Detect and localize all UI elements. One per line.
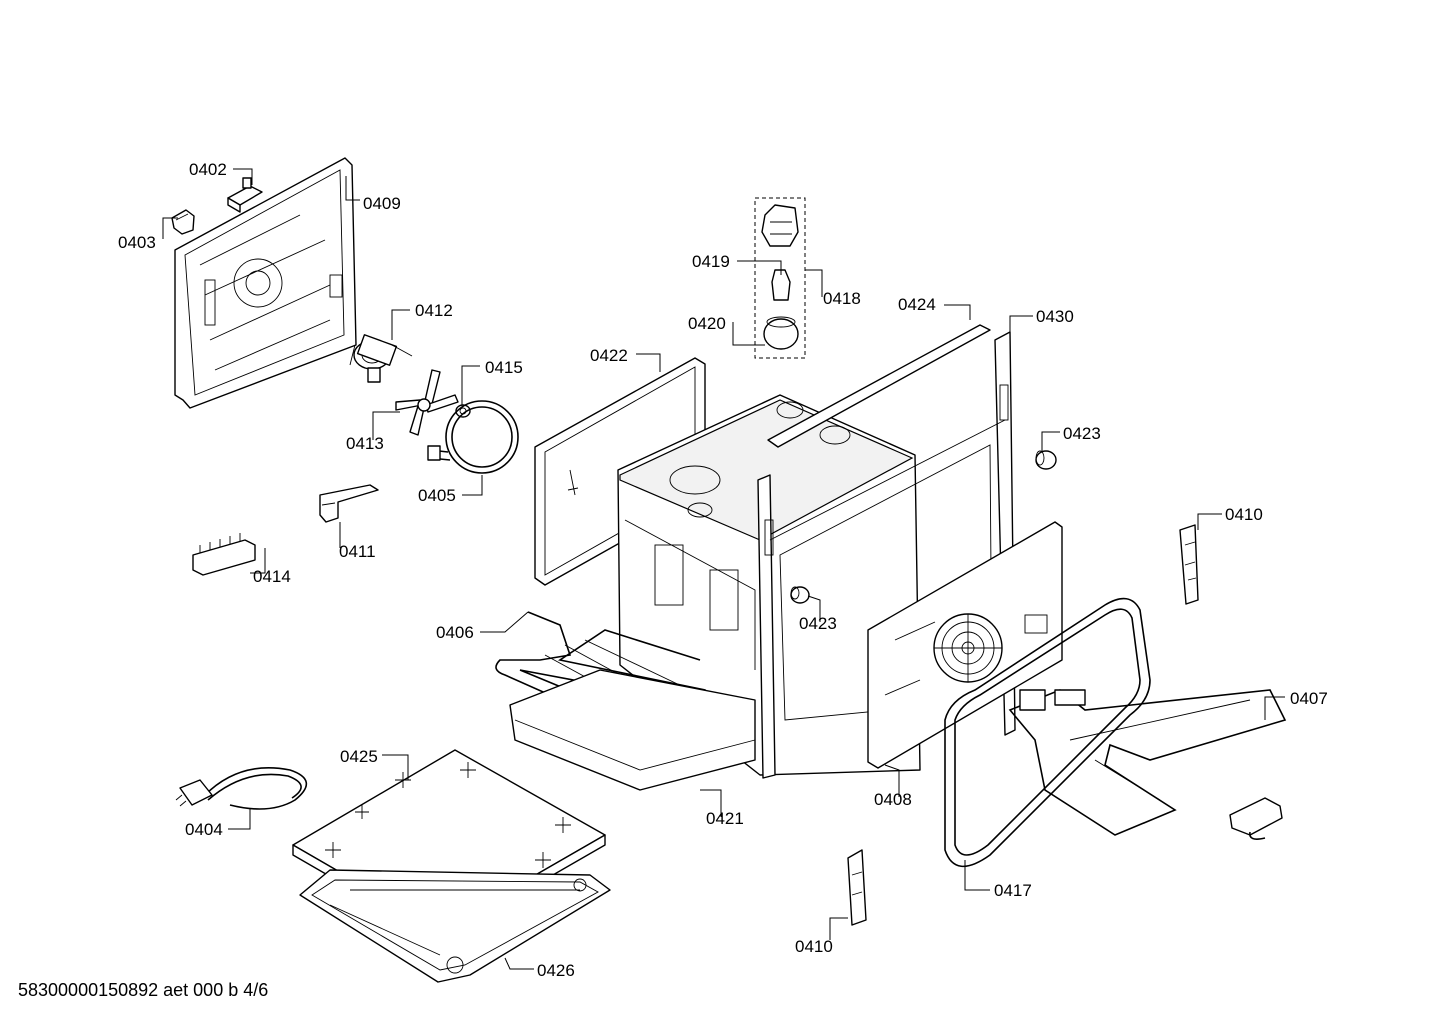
- part-0417-door-seal: [944, 597, 1151, 868]
- part-0410-hinge-right: [1179, 524, 1199, 605]
- part-0421-bottom-tray: [509, 669, 756, 791]
- label-0430: 0430: [1036, 307, 1074, 326]
- label-0426: 0426: [537, 961, 575, 980]
- part-0404-power-cord: [175, 767, 308, 810]
- label-0420: 0420: [688, 314, 726, 333]
- part-0405-ring-heater: [427, 400, 519, 474]
- document-footer-id: 58300000150892 aet 000 b 4/6: [18, 980, 269, 1000]
- label-0424: 0424: [898, 295, 936, 314]
- part-0403-clip: [171, 209, 195, 235]
- label-0413: 0413: [346, 434, 384, 453]
- part-0402-connector: [227, 177, 263, 213]
- label-0404: 0404: [185, 820, 223, 839]
- part-0424-top-rail: [767, 324, 991, 448]
- part-0414-terminal-block: [192, 533, 256, 576]
- part-0426-bottom-plate: [299, 869, 611, 983]
- label-0407: 0407: [1290, 689, 1328, 708]
- leader-lines: [162, 168, 1285, 970]
- part-labels: 0402 0403 0409 0412 0413 0415 0405 0411 …: [118, 160, 1328, 980]
- label-0409: 0409: [363, 194, 401, 213]
- label-0414: 0414: [253, 567, 291, 586]
- part-0409-rear-panel: [174, 157, 357, 409]
- part-0407-grill-element: [1008, 689, 1287, 836]
- part-0410-hinge-bottom: [847, 849, 867, 926]
- label-0425: 0425: [340, 747, 378, 766]
- label-0422: 0422: [590, 346, 628, 365]
- label-0418: 0418: [823, 289, 861, 308]
- part-0407-bracket: [1229, 797, 1283, 840]
- part-0413-fan-blade: [395, 369, 459, 436]
- part-0418-lamp-assembly: [754, 197, 806, 359]
- label-0405: 0405: [418, 486, 456, 505]
- label-0403: 0403: [118, 233, 156, 252]
- label-0408: 0408: [874, 790, 912, 809]
- label-0419: 0419: [692, 252, 730, 271]
- label-0423-middle: 0423: [799, 614, 837, 633]
- part-0423-knob-middle: [790, 586, 810, 604]
- label-0402: 0402: [189, 160, 227, 179]
- label-0406: 0406: [436, 623, 474, 642]
- label-0417: 0417: [994, 881, 1032, 900]
- label-0415: 0415: [485, 358, 523, 377]
- part-0423-knob-top: [1035, 450, 1057, 470]
- label-0411: 0411: [339, 542, 376, 561]
- label-0412: 0412: [415, 301, 453, 320]
- label-0410-right: 0410: [1225, 505, 1263, 524]
- part-0411-bracket: [319, 484, 379, 523]
- part-0408-back-wall: [867, 521, 1063, 769]
- label-0421: 0421: [706, 809, 744, 828]
- label-0423-top: 0423: [1063, 424, 1101, 443]
- part-0412-fan-motor: [349, 334, 413, 383]
- label-0410-bottom: 0410: [795, 937, 833, 956]
